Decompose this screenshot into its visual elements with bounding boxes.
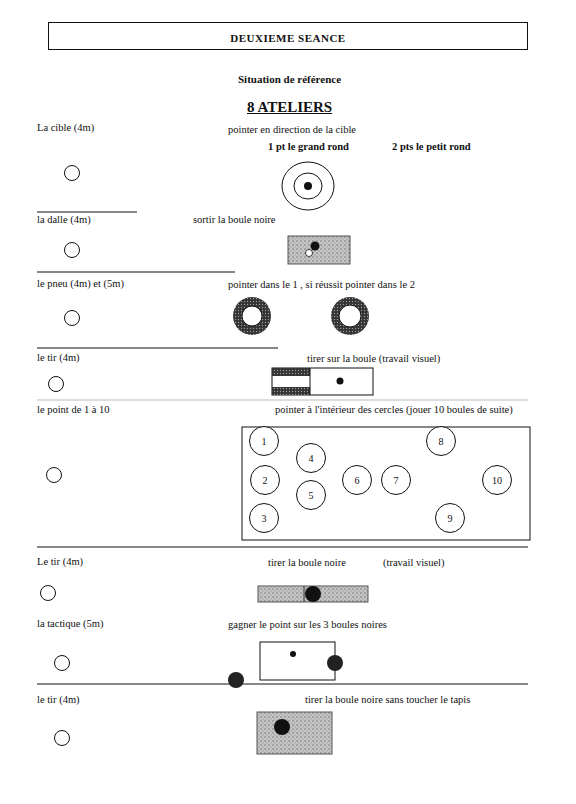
circle-number: 9 [448, 513, 453, 524]
numbered-circle: 4 [296, 443, 326, 473]
numbered-circle: 6 [342, 465, 372, 495]
workshop-name: la tactique (5m) [37, 618, 103, 630]
instruction: tirer la boule noire sans toucher le tap… [305, 694, 470, 706]
workshop-name: le tir (4m) [37, 694, 80, 706]
workshop-name: Le tir (4m) [37, 556, 83, 568]
numbered-circle: 1 [249, 426, 279, 456]
circle-number: 8 [439, 436, 444, 447]
numbered-circle: 2 [250, 465, 280, 495]
instruction: sortir la boule noire [193, 214, 276, 226]
circle-number: 4 [309, 453, 314, 464]
circle-number: 2 [263, 475, 268, 486]
workshop-name: le pneu (4m) et (5m) [37, 278, 124, 290]
circle-number: 5 [309, 490, 314, 501]
circle-number: 1 [262, 436, 267, 447]
title-box: DEUXIEME SEANCE [48, 22, 528, 50]
workshop-name: la dalle (4m) [37, 214, 91, 226]
circle-number: 6 [355, 475, 360, 486]
instruction: tirer la boule noire [268, 557, 346, 569]
subtitle: Situation de référence [238, 72, 341, 86]
circle-number: 7 [394, 475, 399, 486]
instruction: pointer en direction de la cible [228, 124, 356, 136]
numbered-circle: 8 [426, 426, 456, 456]
numbered-circle: 7 [381, 465, 411, 495]
instruction-note: (travail visuel) [383, 557, 445, 569]
instruction: pointer dans le 1 , si réussit pointer d… [228, 279, 415, 291]
numbered-circle: 10 [482, 465, 512, 495]
instruction: gagner le point sur les 3 boules noires [228, 619, 387, 631]
circle-number: 3 [262, 513, 267, 524]
workshop-name: le tir (4m) [37, 352, 80, 364]
numbered-circle: 5 [296, 480, 326, 510]
score-note: 1 pt le grand rond [268, 141, 349, 153]
circle-number: 10 [492, 475, 502, 486]
instruction: tirer sur la boule (travail visuel) [307, 353, 440, 365]
title-text: DEUXIEME SEANCE [230, 32, 345, 44]
instruction: pointer à l'intérieur des cercles (jouer… [275, 404, 513, 416]
score-note: 2 pts le petit rond [392, 141, 471, 153]
section-heading: 8 ATELIERS [247, 98, 332, 116]
numbered-circle: 9 [435, 503, 465, 533]
numbered-circle: 3 [249, 503, 279, 533]
workshop-name: La cible (4m) [37, 122, 94, 134]
workshop-name: le point de 1 à 10 [37, 404, 110, 416]
